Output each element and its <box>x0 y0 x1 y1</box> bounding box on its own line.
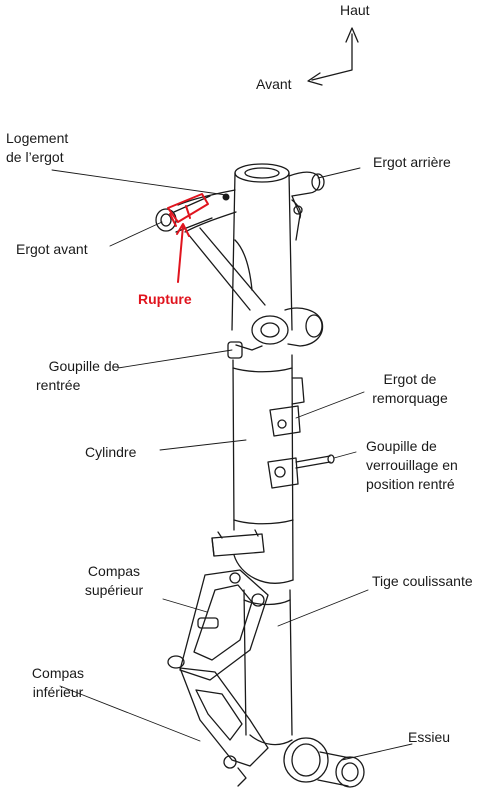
label-goupille-verrou-line1: Goupille de <box>366 438 437 454</box>
leader-ergot-remorquage <box>295 391 365 419</box>
label-haut: Haut <box>340 2 370 18</box>
label-compas-sup: Compas supérieur <box>72 562 156 600</box>
towing-lug <box>269 377 305 437</box>
leader-ergot-arriere <box>317 167 361 179</box>
label-goupille-verrou: Goupille de verrouillage en position ren… <box>366 437 458 494</box>
label-avant: Avant <box>256 76 292 92</box>
label-cylindre: Cylindre <box>85 444 137 460</box>
leader-compas-inf <box>59 685 201 742</box>
retraction-brace <box>187 227 324 359</box>
lower-torque-link <box>179 667 269 787</box>
label-compas-inf-line2: inférieur <box>32 684 84 700</box>
label-goupille-rentree-line2: rentrée <box>36 377 81 393</box>
logement-marker <box>222 193 230 201</box>
downlock-pin <box>267 454 335 489</box>
label-tige-coulissante: Tige coulissante <box>372 573 473 589</box>
label-logement: Logement de l’ergot <box>6 129 68 167</box>
label-ergot-arriere: Ergot arrière <box>373 154 451 170</box>
label-ergot-remorquage-line1: Ergot de <box>383 371 437 387</box>
label-goupille-verrou-line3: position rentré <box>366 476 455 492</box>
axle <box>249 734 365 788</box>
rupture-highlight <box>167 193 209 283</box>
upper-housing <box>231 163 325 331</box>
label-goupille-verrou-line2: verrouillage en <box>366 457 458 473</box>
label-ergot-remorquage: Ergot de remorquage <box>362 370 458 408</box>
label-essieu: Essieu <box>408 729 451 745</box>
sliding-rod <box>233 554 294 736</box>
label-ergot-remorquage-line2: remorquage <box>372 390 448 406</box>
label-logement-line2: de l’ergot <box>6 149 64 165</box>
label-compas-sup-line2: supérieur <box>84 582 144 598</box>
leader-tige <box>277 589 369 627</box>
upper-torque-link <box>167 569 269 681</box>
label-compas-inf: Compas inférieur <box>16 664 100 702</box>
leader-compas-sup <box>162 598 208 613</box>
label-compas-inf-line1: Compas <box>31 665 85 681</box>
leader-lines <box>51 167 413 761</box>
leader-ergot-avant <box>109 221 163 247</box>
label-logement-line1: Logement <box>6 130 69 146</box>
clamp-block <box>211 529 265 557</box>
orientation-arrows <box>307 27 359 86</box>
label-goupille-rentree-line1: Goupille de <box>48 358 120 374</box>
label-ergot-avant: Ergot avant <box>16 241 88 257</box>
main-cylinder <box>232 354 294 581</box>
leader-goupille-verrou <box>333 451 357 459</box>
label-goupille-rentree: Goupille de rentrée <box>36 357 132 395</box>
leader-cylindre <box>159 439 247 451</box>
label-compas-sup-line1: Compas <box>87 563 141 579</box>
leader-goupille-rentree <box>117 349 233 369</box>
leader-logement <box>51 169 227 196</box>
leader-essieu <box>341 743 413 761</box>
label-rupture: Rupture <box>138 291 192 307</box>
